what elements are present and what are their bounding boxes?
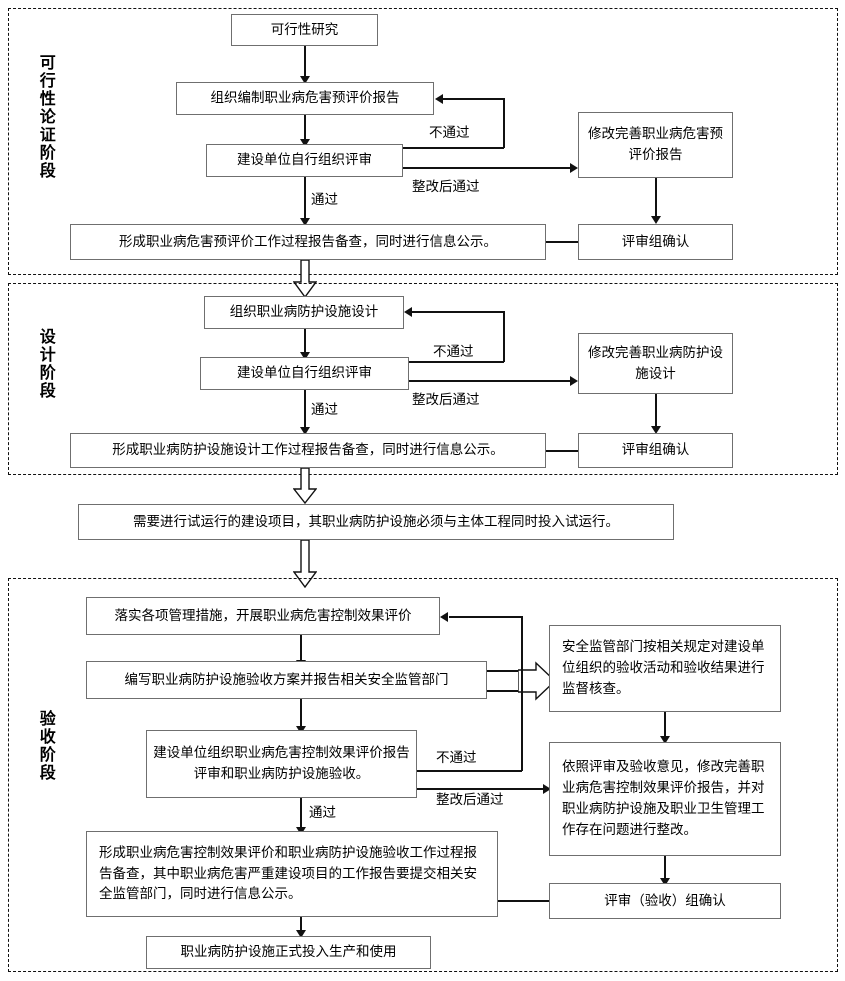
node-feasibility-self-review[interactable]: 建设单位自行组织评审 <box>206 144 403 177</box>
block-arrow-design-to-trial <box>293 468 317 504</box>
node-feasibility-study[interactable]: 可行性研究 <box>231 14 378 46</box>
connector-acceptance-confirm-to-result <box>498 900 549 902</box>
connector-rectify-to-confirm <box>664 856 666 880</box>
connector-prepare-to-review <box>304 115 306 142</box>
stage-label-acceptance: 验收阶段 <box>36 710 54 782</box>
node-acceptance-result-report[interactable]: 形成职业病危害控制效果评价和职业病防护设施验收工作过程报告备查，其中职业病危害严… <box>86 831 498 917</box>
arrowhead-acceptance-fix-to-rectify <box>543 784 551 794</box>
node-acceptance-rectify[interactable]: 依照评审及验收意见，修改完善职业病危害控制效果评价报告，并对职业病防护设施及职业… <box>549 742 781 856</box>
node-feasibility-group-confirm[interactable]: 评审组确认 <box>578 224 733 260</box>
connector-fail-seg-h-top <box>443 98 504 100</box>
node-trial-run[interactable]: 需要进行试运行的建设项目，其职业病防护设施必须与主体工程同时投入试运行。 <box>78 504 674 540</box>
arrowhead-acceptance-fail-to-measures <box>440 612 448 622</box>
connector-revise-to-confirm <box>655 178 657 218</box>
connector-pass-to-result <box>304 177 306 220</box>
connector-confirm-to-result <box>546 241 578 243</box>
node-feasibility-revise-report[interactable]: 修改完善职业病危害预评价报告 <box>578 112 733 178</box>
node-acceptance-supervise[interactable]: 安全监管部门按相关规定对建设单位组织的验收活动和验收结果进行监督核查。 <box>549 625 781 712</box>
arrowhead-design-revise-to-confirm <box>651 426 661 434</box>
arrowhead-rectify-to-confirm <box>660 878 670 886</box>
arrowhead-prepare-to-review <box>300 139 310 147</box>
connector-design-confirm-to-result <box>546 450 578 452</box>
connector-plan-to-supervise-top <box>487 670 521 672</box>
arrowhead-revise-to-confirm <box>651 216 661 224</box>
connector-fix-to-revise <box>403 167 573 169</box>
connector-acceptance-pass-v <box>300 798 302 830</box>
node-design-result-report[interactable]: 形成职业病防护设施设计工作过程报告备查，同时进行信息公示。 <box>70 433 546 468</box>
node-feasibility-result-report[interactable]: 形成职业病危害预评价工作过程报告备查，同时进行信息公示。 <box>70 224 546 260</box>
arrowhead-result-to-final <box>296 930 306 938</box>
node-acceptance-group-confirm[interactable]: 评审（验收）组确认 <box>549 883 781 919</box>
arrowhead-design-to-review <box>300 352 310 360</box>
connector-design-fail-v <box>503 311 505 362</box>
edge-label-design-fail: 不通过 <box>433 344 474 359</box>
arrowhead-design-fix-to-revise <box>570 376 578 386</box>
node-acceptance-final[interactable]: 职业病防护设施正式投入生产和使用 <box>146 936 431 969</box>
connector-design-fix-to-revise <box>409 380 573 382</box>
arrowhead-fix-to-revise <box>570 163 578 173</box>
node-design-organize[interactable]: 组织职业病防护设施设计 <box>204 296 404 329</box>
connector-supervise-to-rectify <box>664 712 666 739</box>
connector-study-to-prepare <box>304 46 306 78</box>
connector-plan-to-supervise-bottom <box>487 690 521 692</box>
connector-design-pass-to-result <box>304 390 306 429</box>
stage-container-acceptance <box>8 578 838 972</box>
connector-acceptance-fail-h <box>417 770 522 772</box>
edge-label-acceptance-fail: 不通过 <box>436 750 477 765</box>
arrowhead-fail-to-prepare <box>435 94 443 104</box>
edge-label-feasibility-pass: 通过 <box>311 192 338 207</box>
connector-design-revise-to-confirm <box>655 394 657 428</box>
arrowhead-design-fail-to-design <box>404 307 412 317</box>
node-acceptance-plan[interactable]: 编写职业病防护设施验收方案并报告相关安全监管部门 <box>86 661 487 699</box>
stage-container-feasibility <box>8 8 838 275</box>
block-arrow-feasibility-to-design <box>293 260 317 298</box>
stage-label-design: 设计阶段 <box>36 328 54 400</box>
connector-measures-to-plan <box>300 635 302 663</box>
connector-acceptance-fix-h <box>417 788 545 790</box>
connector-plan-to-review <box>300 699 302 729</box>
edge-label-feasibility-fail: 不通过 <box>429 125 470 140</box>
connector-fail-seg-h-bottom <box>403 147 504 149</box>
edge-label-acceptance-pass: 通过 <box>309 805 336 820</box>
connector-acceptance-fail-h-top <box>449 616 522 618</box>
connector-fail-seg-v <box>503 98 505 148</box>
arrowhead-design-pass-to-result <box>300 427 310 435</box>
edge-label-acceptance-fix-pass: 整改后通过 <box>436 792 504 807</box>
connector-acceptance-fail-v <box>521 616 523 771</box>
connector-design-to-review <box>304 329 306 355</box>
arrowhead-supervise-to-rectify <box>660 736 670 744</box>
connector-design-fail-h-top <box>412 311 504 313</box>
node-feasibility-prepare-report[interactable]: 组织编制职业病危害预评价报告 <box>176 82 434 115</box>
node-acceptance-self-review[interactable]: 建设单位组织职业病危害控制效果评价报告评审和职业病防护设施验收。 <box>146 730 417 798</box>
arrowhead-pass-to-result <box>300 218 310 226</box>
edge-label-feasibility-fix-pass: 整改后通过 <box>412 179 480 194</box>
node-design-revise[interactable]: 修改完善职业病防护设施设计 <box>578 333 733 394</box>
edge-label-design-pass: 通过 <box>311 402 338 417</box>
stage-label-feasibility: 可行性论证阶段 <box>36 54 54 180</box>
edge-label-design-fix-pass: 整改后通过 <box>412 392 480 407</box>
stage-container-design <box>8 283 838 475</box>
node-acceptance-measures[interactable]: 落实各项管理措施，开展职业病危害控制效果评价 <box>86 597 440 635</box>
block-arrow-trial-to-acceptance <box>293 540 317 588</box>
node-design-group-confirm[interactable]: 评审组确认 <box>578 433 733 468</box>
connector-result-to-final <box>300 917 302 933</box>
node-design-self-review[interactable]: 建设单位自行组织评审 <box>200 357 409 390</box>
connector-design-fail-h-bottom <box>409 361 504 363</box>
arrowhead-study-to-prepare <box>300 76 310 84</box>
